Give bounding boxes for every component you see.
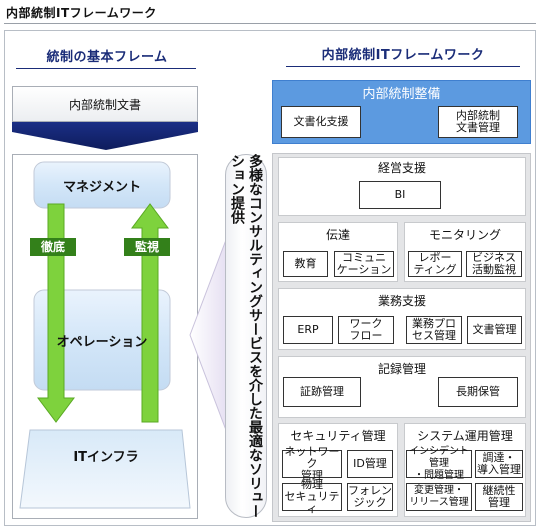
security-item-forensic: フォレン ジック — [347, 483, 393, 511]
setup-item-doc-mgmt: 内部統制 文書管理 — [438, 106, 518, 138]
sysops-title: システム運用管理 — [417, 429, 513, 443]
down-arrow — [37, 203, 75, 423]
biz-support-title: 業務支援 — [377, 294, 426, 308]
page-title: 内部統制ITフレームワーク — [6, 6, 157, 20]
monitor-item-reporting: レポー ティング — [408, 251, 462, 277]
sysops-item-procurement: 調達・ 導入管理 — [475, 450, 523, 478]
biz-item-doc-mgmt: 文書管理 — [467, 316, 522, 344]
operation-box — [33, 289, 171, 391]
sysops-item-continuity: 継続性 管理 — [475, 483, 523, 511]
framework-graphic — [19, 161, 191, 509]
title-divider — [4, 23, 536, 24]
consulting-pill — [225, 154, 267, 518]
security-item-network: ネットワーク 管理 — [282, 446, 342, 482]
biz-item-workflow: ワーク フロー — [338, 316, 394, 344]
records-item-evidence: 証跡管理 — [283, 377, 361, 407]
sysops-item-incident: インシデント管理 ・問題管理 — [406, 446, 472, 481]
left-header-rule — [16, 68, 196, 69]
management-label-box: マネジメント — [34, 162, 170, 208]
security-item-id: ID管理 — [347, 450, 393, 478]
document-label: 内部統制文書 — [68, 97, 141, 112]
management-box — [33, 161, 171, 209]
biz-item-process-mgmt: 業務プロ セス管理 — [406, 316, 462, 344]
consulting-text: 多様なコンサルティングサービスを介した最適なソリューション提供 — [229, 154, 263, 518]
operation-label: オペレーション — [56, 334, 148, 350]
records-title: 記録管理 — [377, 362, 426, 376]
comm-title: 伝達 — [325, 228, 350, 242]
monitor-item-biz-activity: ビジネス 活動監視 — [466, 251, 522, 277]
left-header: 統制の基本フレーム — [46, 50, 168, 65]
comm-item-education: 教育 — [283, 251, 328, 277]
it-infra-plane — [19, 429, 191, 509]
comm-item-communication: コミュニ ケーション — [334, 251, 394, 277]
infra-label: ITインフラ — [73, 449, 139, 465]
sysops-item-change: 変更管理・ リリース管理 — [406, 483, 472, 511]
setup-item-documentation: 文書化支援 — [281, 106, 361, 138]
mgmt-support-title: 経営支援 — [377, 161, 426, 175]
security-title: セキュリティ管理 — [290, 429, 386, 443]
down-arrow-label: 徹底 — [30, 238, 76, 256]
records-item-archive: 長期保管 — [438, 377, 518, 407]
funnel-arrow — [12, 122, 198, 150]
up-arrow-label: 監視 — [124, 238, 170, 256]
setup-title: 内部統制整備 — [362, 87, 441, 102]
infra-label-box: ITインフラ — [22, 430, 190, 480]
biz-item-erp: ERP — [283, 316, 333, 344]
bi-box: BI — [359, 181, 441, 209]
security-item-physical: 物理 セキュリティ — [282, 479, 342, 515]
right-header: 内部統制ITフレームワーク — [321, 48, 485, 63]
document-box: 内部統制文書 — [12, 86, 198, 122]
monitor-title: モニタリング — [428, 228, 501, 242]
up-arrow — [131, 203, 169, 423]
management-label: マネジメント — [62, 179, 141, 195]
operation-label-box: オペレーション — [34, 290, 170, 390]
right-header-rule — [286, 66, 520, 67]
